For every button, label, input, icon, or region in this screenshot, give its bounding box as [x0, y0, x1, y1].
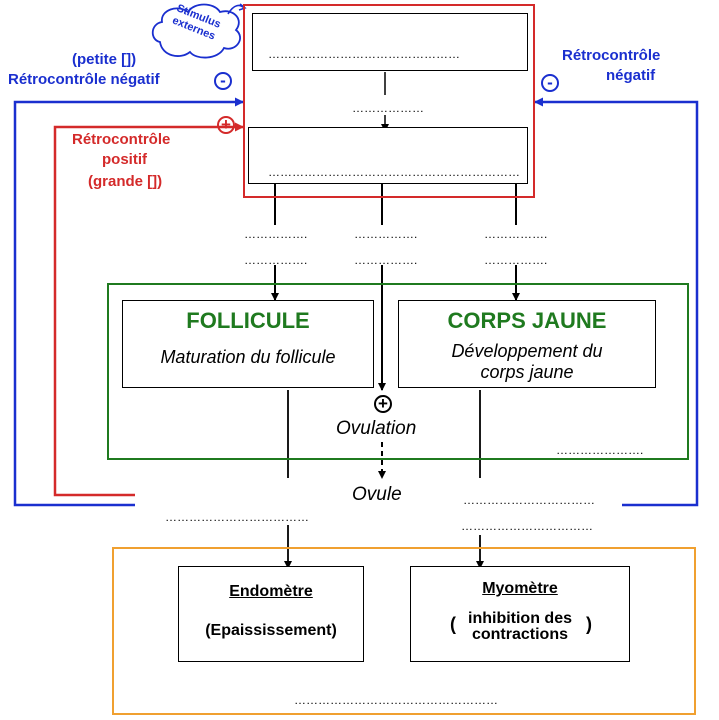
col2-blank-1: …………….: [354, 227, 418, 241]
corps-jaune-desc-line1: Développement du: [451, 341, 603, 361]
second-box: [248, 127, 528, 184]
ovary-frame: [107, 283, 689, 460]
col3-blank-1: …………….: [484, 227, 548, 241]
corps-jaune-desc-line2: corps jaune: [480, 362, 574, 382]
follicule-title: FOLLICULE: [186, 308, 310, 333]
second-box-blank: ………………………………………………………: [268, 165, 520, 179]
brain-frame: [243, 4, 535, 198]
myometre-box: [410, 566, 630, 662]
pos-feedback-concentration: (grande []): [88, 173, 163, 190]
plus-sign-icon: +: [374, 395, 392, 413]
right-hormone-blank-2: ……………………………: [461, 519, 593, 533]
minus-sign-icon: -: [541, 74, 559, 92]
pos-feedback-line2: positif: [102, 151, 147, 168]
neg-feedback-left-label: Rétrocontrôle négatif: [8, 71, 160, 88]
top-box: [252, 13, 528, 71]
follicule-desc: Maturation du follicule: [160, 347, 336, 367]
bottom-blank: ……………………………………………: [294, 693, 498, 707]
pos-feedback-line: [53, 122, 244, 497]
endometre-desc: (Epaississement): [205, 622, 337, 639]
myometre-title: Myomètre: [482, 580, 558, 597]
endometre-title: Endomètre: [229, 583, 313, 600]
middle-blank: ………………: [352, 101, 424, 115]
col1-blank-1: …………….: [244, 227, 308, 241]
corps-jaune-box: [398, 300, 656, 388]
col2-blank-2: …………….: [354, 253, 418, 267]
neg-feedback-left-concentration: (petite []): [72, 51, 137, 68]
stimulus-cloud: [151, 3, 247, 59]
ovule-label: Ovule: [352, 484, 402, 505]
neg-feedback-left-line: [13, 97, 244, 507]
endometre-box: [178, 566, 364, 662]
top-box-blank: …………………………………………: [268, 47, 460, 61]
neg-feedback-right-line2: négatif: [606, 67, 656, 84]
uterus-frame: [112, 547, 696, 715]
green-right-blank: ………………….: [556, 443, 644, 457]
ovulation-label: Ovulation: [336, 418, 417, 439]
myometre-desc-line1: inhibition des: [468, 610, 572, 627]
follicule-box: [122, 300, 374, 388]
myometre-paren-open: (: [450, 614, 456, 634]
right-hormone-blank-1: ……………………………: [463, 493, 595, 507]
pos-feedback-line1: Rétrocontrôle: [72, 131, 171, 148]
myometre-paren-close: ): [586, 614, 592, 634]
col1-blank-2: …………….: [244, 253, 308, 267]
col3-blank-2: …………….: [484, 253, 548, 267]
minus-sign-icon: -: [214, 72, 232, 90]
myometre-desc-line2: contractions: [471, 626, 568, 643]
left-hormone-blank: ………………………………: [165, 510, 309, 524]
corps-jaune-title: CORPS JAUNE: [447, 308, 607, 333]
plus-sign-icon: +: [217, 116, 235, 134]
neg-feedback-right-line1: Rétrocontrôle: [562, 47, 661, 64]
neg-feedback-right-line: [534, 97, 699, 507]
